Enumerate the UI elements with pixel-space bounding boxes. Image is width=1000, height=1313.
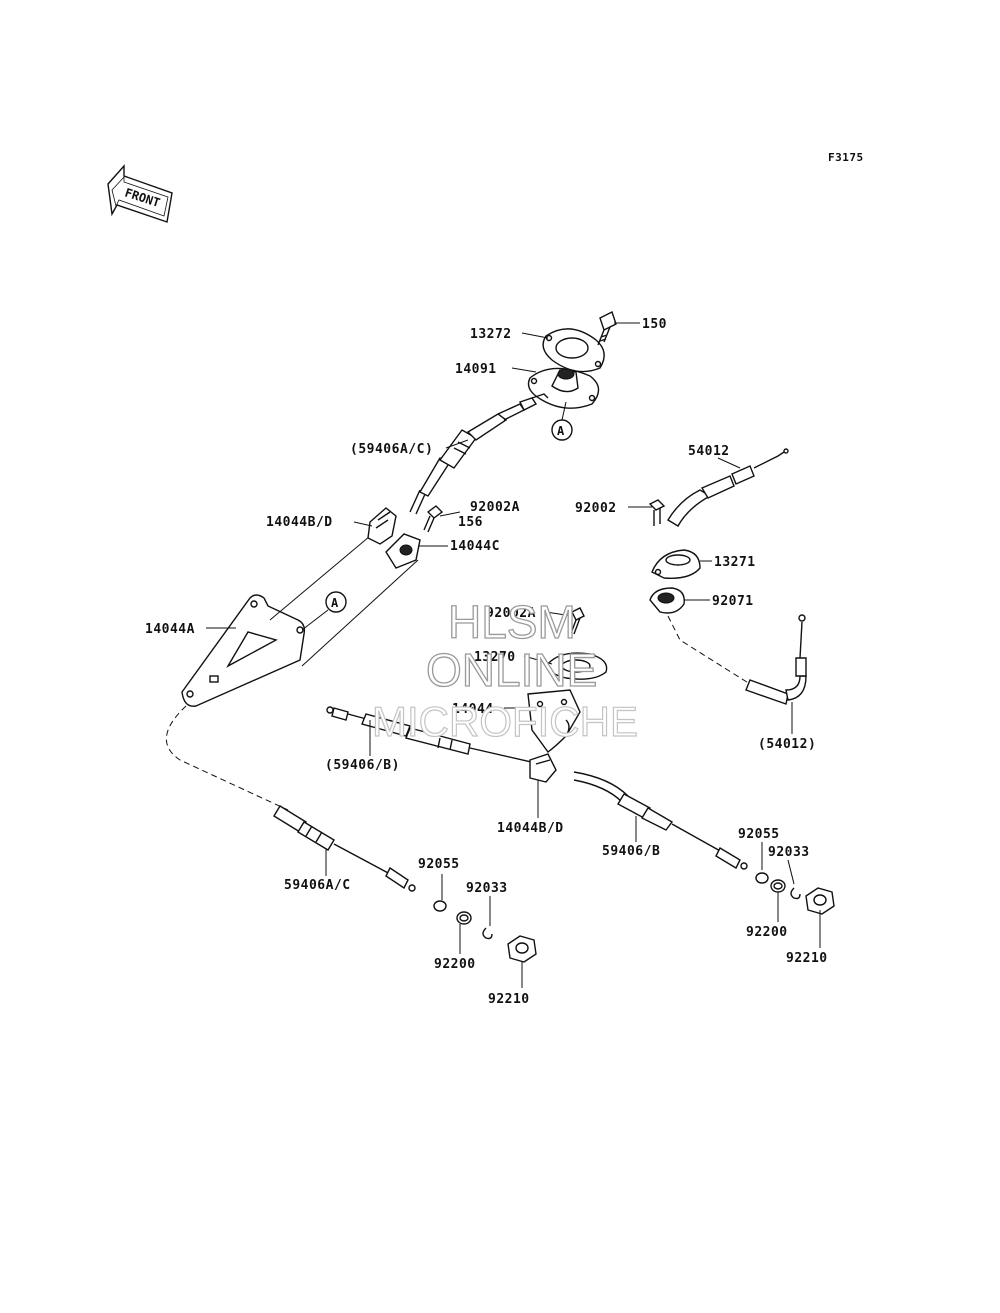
boot-14091 (527, 367, 600, 409)
clip-92033-right (790, 887, 801, 900)
label-59406ac-upper: (59406A/C) (350, 442, 433, 457)
bracket-14044a (181, 594, 306, 707)
label-13270: 13270 (474, 650, 516, 665)
bracket-14044 (527, 689, 581, 753)
bolt-150 (597, 311, 617, 346)
cable-59406b-upper (326, 706, 541, 765)
label-92055-right: 92055 (738, 827, 780, 842)
diagram-code: F3175 (828, 151, 864, 164)
label-54012-paren: (54012) (758, 737, 816, 752)
label-14044bd-upper: 14044B/D (266, 515, 333, 530)
watermark-line3: MICROFICHE (372, 698, 638, 745)
cable-59406ac-upper (409, 393, 549, 515)
cable-54012-upper (667, 448, 789, 527)
label-92055-left: 92055 (418, 857, 460, 872)
clamp-14044c (385, 533, 421, 569)
clamp-14044bd-bottom (529, 753, 557, 783)
grommet-92071 (649, 587, 685, 614)
watermark-line2: ONLINE (426, 644, 597, 696)
washer-92200-left (456, 911, 472, 925)
gasket-13272 (542, 328, 605, 373)
ref-marker-a-top: A (551, 401, 573, 441)
nut-92210-left (507, 935, 537, 963)
clip-92033-left (482, 927, 493, 940)
label-92071: 92071 (712, 594, 754, 609)
nut-92210-right (805, 887, 835, 915)
watermark: HLSM ONLINE MICROFICHE (371, 595, 638, 745)
front-arrow-icon: FRONT (107, 164, 173, 223)
ref-marker-a-mid: A (301, 591, 347, 631)
bolt-92002a-156 (423, 505, 444, 533)
label-14044bd-lower: 14044B/D (497, 821, 564, 836)
label-14044a: 14044A (145, 622, 195, 637)
watermark-line1: HLSM (448, 596, 576, 648)
cable-59406b-lower (573, 771, 748, 870)
svg-text:A: A (557, 424, 565, 438)
clamp-14044bd-top (367, 507, 397, 545)
label-92002: 92002 (575, 501, 617, 516)
label-92210-left: 92210 (488, 992, 530, 1007)
plate-13271 (651, 549, 701, 579)
label-13271: 13271 (714, 555, 756, 570)
label-59406b-paren: (59406/B) (325, 758, 400, 773)
svg-text:A: A (331, 596, 339, 610)
label-59406ac-lower: 59406A/C (284, 878, 351, 893)
label-92033-left: 92033 (466, 881, 508, 896)
label-150: 150 (642, 317, 667, 332)
label-92200-right: 92200 (746, 925, 788, 940)
label-14091: 14091 (455, 362, 497, 377)
label-92002a-mid: 92002A (486, 606, 536, 621)
label-59406b: 59406/B (602, 844, 660, 859)
label-54012: 54012 (688, 444, 730, 459)
label-92210-right: 92210 (786, 951, 828, 966)
label-14044c: 14044C (450, 539, 500, 554)
label-14044: 14044 (452, 702, 494, 717)
label-92200-left: 92200 (434, 957, 476, 972)
washer-92055-left (433, 900, 447, 912)
label-92033-right: 92033 (768, 845, 810, 860)
washer-92200-right (770, 879, 786, 893)
label-92002a-upper: 92002A (470, 500, 520, 515)
label-156: 156 (458, 515, 483, 530)
cable-59406ac-lower (273, 805, 416, 892)
bolt-92002 (648, 499, 666, 526)
plate-13270 (547, 652, 608, 680)
label-13272: 13272 (470, 327, 512, 342)
bolt-92002a-mid (569, 607, 585, 637)
washer-92055-right (755, 872, 769, 884)
cable-54012-lower (745, 614, 807, 705)
